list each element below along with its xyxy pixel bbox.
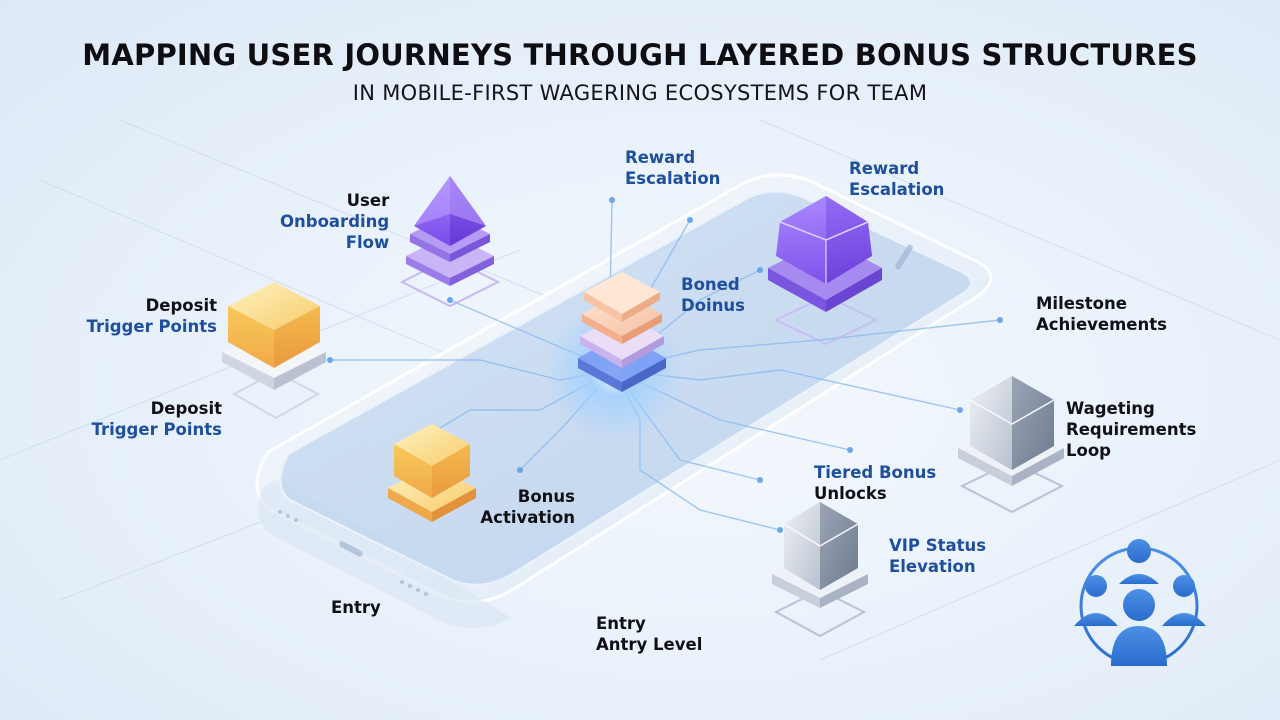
page-title: MAPPING USER JOURNEYS THROUGH LAYERED BO… (82, 38, 1198, 72)
purple-pyramid-onboarding (399, 176, 501, 308)
purple-gem-reward (768, 196, 882, 346)
label-entry: Entry (331, 598, 381, 617)
label-reward-escalation-2: Reward Escalation (849, 159, 945, 199)
team-network-icon (1074, 539, 1206, 666)
label-entry-level: Entry Antry Level (596, 614, 703, 654)
header: MAPPING USER JOURNEYS THROUGH LAYERED BO… (0, 38, 1280, 105)
gold-cube-activation (388, 424, 476, 522)
silver-cube-vip (772, 502, 868, 638)
label-reward-escalation-1: Reward Escalation (625, 148, 721, 188)
center-hub-stack (578, 272, 666, 392)
label-bonus-activation: Bonus Activation (480, 487, 575, 527)
label-user-onboarding: User Onboarding Flow (280, 191, 390, 252)
label-tiered-bonus: Tiered Bonus Unlocks (814, 463, 937, 503)
label-wagering-loop: Wageting Requirements Loop (1066, 399, 1197, 460)
label-deposit-trigger-2: Deposit Trigger Points (91, 399, 222, 439)
label-vip-status: VIP Status Elevation (889, 536, 987, 576)
page-subtitle: IN MOBILE-FIRST WAGERING ECOSYSTEMS FOR … (352, 81, 928, 105)
label-boned-doinus: Boned Doinus (681, 275, 746, 315)
label-milestone: Milestone Achievements (1036, 294, 1167, 334)
label-deposit-trigger-1: Deposit Trigger Points (86, 296, 217, 336)
silver-cube-wagering (958, 376, 1065, 514)
gold-cube-deposit-top (222, 282, 326, 420)
